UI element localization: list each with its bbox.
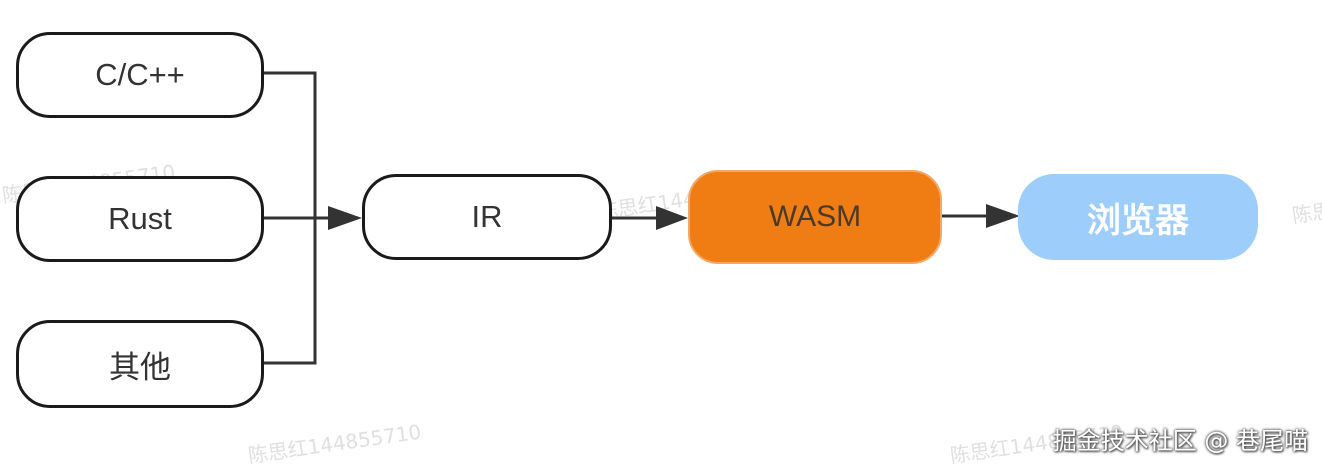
node-cpp-label: C/C++ — [95, 57, 185, 92]
arrowhead-to-ir — [328, 206, 362, 230]
node-ir: IR — [362, 174, 612, 260]
node-rust: Rust — [16, 176, 264, 262]
node-ir-label: IR — [471, 199, 503, 234]
node-wasm: WASM — [688, 170, 942, 264]
connector-other — [264, 218, 317, 365]
arrowhead-to-browser — [986, 204, 1020, 228]
node-cpp: C/C++ — [16, 32, 264, 118]
footer-credit: 掘金技术社区 @ 巷尾喵 — [1052, 427, 1308, 455]
node-other-label: 其他 — [109, 349, 171, 386]
node-browser-label: 浏览器 — [1087, 200, 1189, 241]
node-browser: 浏览器 — [1018, 174, 1258, 260]
node-other: 其他 — [16, 320, 264, 408]
connector-cpp — [264, 71, 317, 218]
arrowhead-to-wasm — [656, 206, 688, 230]
node-wasm-label: WASM — [768, 200, 862, 233]
node-rust-label: Rust — [108, 201, 172, 236]
